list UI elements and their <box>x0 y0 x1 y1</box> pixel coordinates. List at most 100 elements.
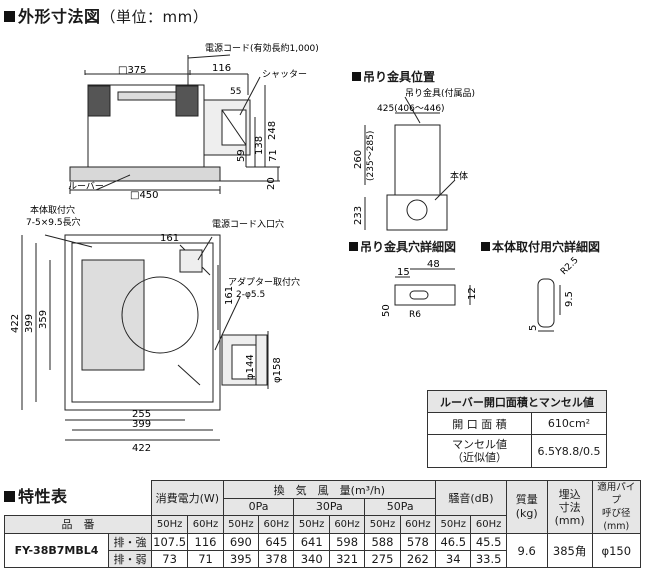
model-number: FY-38B7MBL4 <box>3 533 110 568</box>
title-square-icon <box>4 491 15 502</box>
embed-value: 385角 <box>546 533 593 568</box>
dim-161-right: 161 <box>224 286 235 305</box>
dim-248: 248 <box>267 121 278 140</box>
dim-15: 15 <box>397 267 410 278</box>
munsell-value: 6.5Y8.8/0.5 <box>531 434 607 468</box>
dim-422-h: 422 <box>132 443 151 454</box>
hanger-fitting-label: 吊り金具(付属品) <box>405 87 475 99</box>
mode-weak: 排・弱 <box>108 550 152 568</box>
hz-header: 60Hz <box>470 514 507 535</box>
dim-116: 116 <box>212 63 231 74</box>
dim-12: 12 <box>467 287 478 300</box>
louver-table: ルーバー開口面積とマンセル値 開 口 面 積 610cm² マンセル値 （近似値… <box>427 390 607 468</box>
noise-header: 騒音(dB) <box>435 480 507 516</box>
pipe-value: φ150 <box>591 533 642 568</box>
power-header: 消費電力(W) <box>150 480 224 516</box>
spec-cell: 275 <box>364 550 401 568</box>
spec-cell: 45.5 <box>470 533 507 551</box>
hz-header: 50Hz <box>435 514 472 535</box>
hz-header: 50Hz <box>293 514 330 535</box>
spec-cell: 73 <box>150 550 189 568</box>
spec-cell: 116 <box>187 533 224 551</box>
spec-cell: 378 <box>258 550 295 568</box>
mass-value: 9.6 <box>505 533 548 568</box>
hz-header: 60Hz <box>399 514 437 535</box>
body-hole-title: 本体取付用穴詳細図 <box>481 238 600 255</box>
louver-table-title: ルーバー開口面積とマンセル値 <box>427 390 607 413</box>
spec-table: 消費電力(W) 換 気 風 量(m³/h) 騒音(dB) 質量 (kg) 埋込 … <box>3 479 642 568</box>
body-label: 本体 <box>450 170 468 182</box>
title-square-icon <box>481 242 490 251</box>
power-cord-label: 電源コード(有効長約1,000) <box>205 42 319 54</box>
dim-233: 233 <box>353 206 364 225</box>
spec-cell: 578 <box>399 533 437 551</box>
spec-cell: 690 <box>222 533 260 551</box>
dim-255: 255 <box>132 409 151 420</box>
hz-header: 50Hz <box>222 514 260 535</box>
dim-375: □375 <box>118 65 147 76</box>
spec-cell: 340 <box>293 550 330 568</box>
adapter-hole-size: 2-φ5.5 <box>236 290 265 300</box>
mount-hole-label: 本体取付穴 <box>30 205 75 216</box>
hanger-view-diagram: 吊り金具(付属品) 425(406〜446) 260 (235〜285) 本体 … <box>353 87 475 231</box>
cord-inlet-label: 電源コード入口穴 <box>212 218 284 230</box>
dim-422-v: 422 <box>10 314 21 333</box>
pa30-header: 30Pa <box>293 498 366 516</box>
spec-cell: 395 <box>222 550 260 568</box>
spec-title: 特性表 <box>4 483 68 507</box>
hz-header: 60Hz <box>187 514 224 535</box>
hz-header: 50Hz <box>364 514 401 535</box>
title-square-icon <box>352 72 361 81</box>
airflow-header: 換 気 風 量(m³/h) <box>222 479 437 500</box>
hanger-hole-title: 吊り金具穴詳細図 <box>349 238 456 255</box>
dim-5: 5 <box>528 325 539 331</box>
dim-r6: R6 <box>409 310 421 320</box>
top-view-diagram: 本体取付穴 7-5×9.5長穴 電源コード入口穴 アダプター取付穴 2-φ5.5… <box>10 205 300 454</box>
dim-260-range: (235〜285) <box>366 131 376 181</box>
pipe-header: 適用パイプ 呼び径 (mm) <box>591 480 642 534</box>
spec-cell: 262 <box>399 550 437 568</box>
body-hole-diagram: R2.5 9.5 5 <box>528 255 581 332</box>
dim-50: 50 <box>381 304 392 317</box>
hanger-pos-title: 吊り金具位置 <box>352 68 435 85</box>
louver-label: ルーバー <box>68 181 104 192</box>
spec-cell: 71 <box>187 550 224 568</box>
dim-r25: R2.5 <box>559 255 581 277</box>
outline-title: 外形寸法図（単位：mm） <box>4 3 208 27</box>
dim-399-v: 399 <box>24 314 35 333</box>
dim-260: 260 <box>353 150 364 169</box>
spec-cell: 598 <box>328 533 366 551</box>
dim-161-top: 161 <box>160 233 179 244</box>
shutter-label: シャッター <box>262 69 307 80</box>
dim-138: 138 <box>254 136 265 155</box>
louver-area-value: 610cm² <box>531 412 607 435</box>
hanger-hole-diagram: 15 48 12 50 R6 <box>381 259 478 320</box>
dim-95: 9.5 <box>564 291 575 307</box>
spec-cell: 34 <box>435 550 472 568</box>
dim-55: 55 <box>230 87 241 97</box>
dim-71: 71 <box>268 149 279 162</box>
hz-header: 60Hz <box>258 514 295 535</box>
dim-359-v: 359 <box>38 310 49 329</box>
title-square-icon <box>4 11 15 22</box>
mass-header: 質量 (kg) <box>505 480 548 534</box>
mount-hole-size: 7-5×9.5長穴 <box>26 216 81 228</box>
spec-cell: 588 <box>364 533 401 551</box>
mode-strong: 排・強 <box>108 533 152 551</box>
dim-59: 59 <box>236 149 247 162</box>
product-header: 品 番 <box>4 514 152 535</box>
dim-48: 48 <box>427 259 440 270</box>
hz-header: 50Hz <box>150 514 189 535</box>
hz-header: 60Hz <box>328 514 366 535</box>
embed-header: 埋込 寸法 (mm) <box>546 480 593 534</box>
title-square-icon <box>349 242 358 251</box>
dim-399-h: 399 <box>132 419 151 430</box>
pa0-header: 0Pa <box>222 498 295 516</box>
munsell-label: マンセル値 （近似値） <box>427 434 532 468</box>
spec-cell: 33.5 <box>470 550 507 568</box>
dim-phi158: φ158 <box>272 357 283 383</box>
spec-cell: 46.5 <box>435 533 472 551</box>
pa50-header: 50Pa <box>364 498 437 516</box>
spec-cell: 641 <box>293 533 330 551</box>
dim-450: □450 <box>130 190 159 201</box>
